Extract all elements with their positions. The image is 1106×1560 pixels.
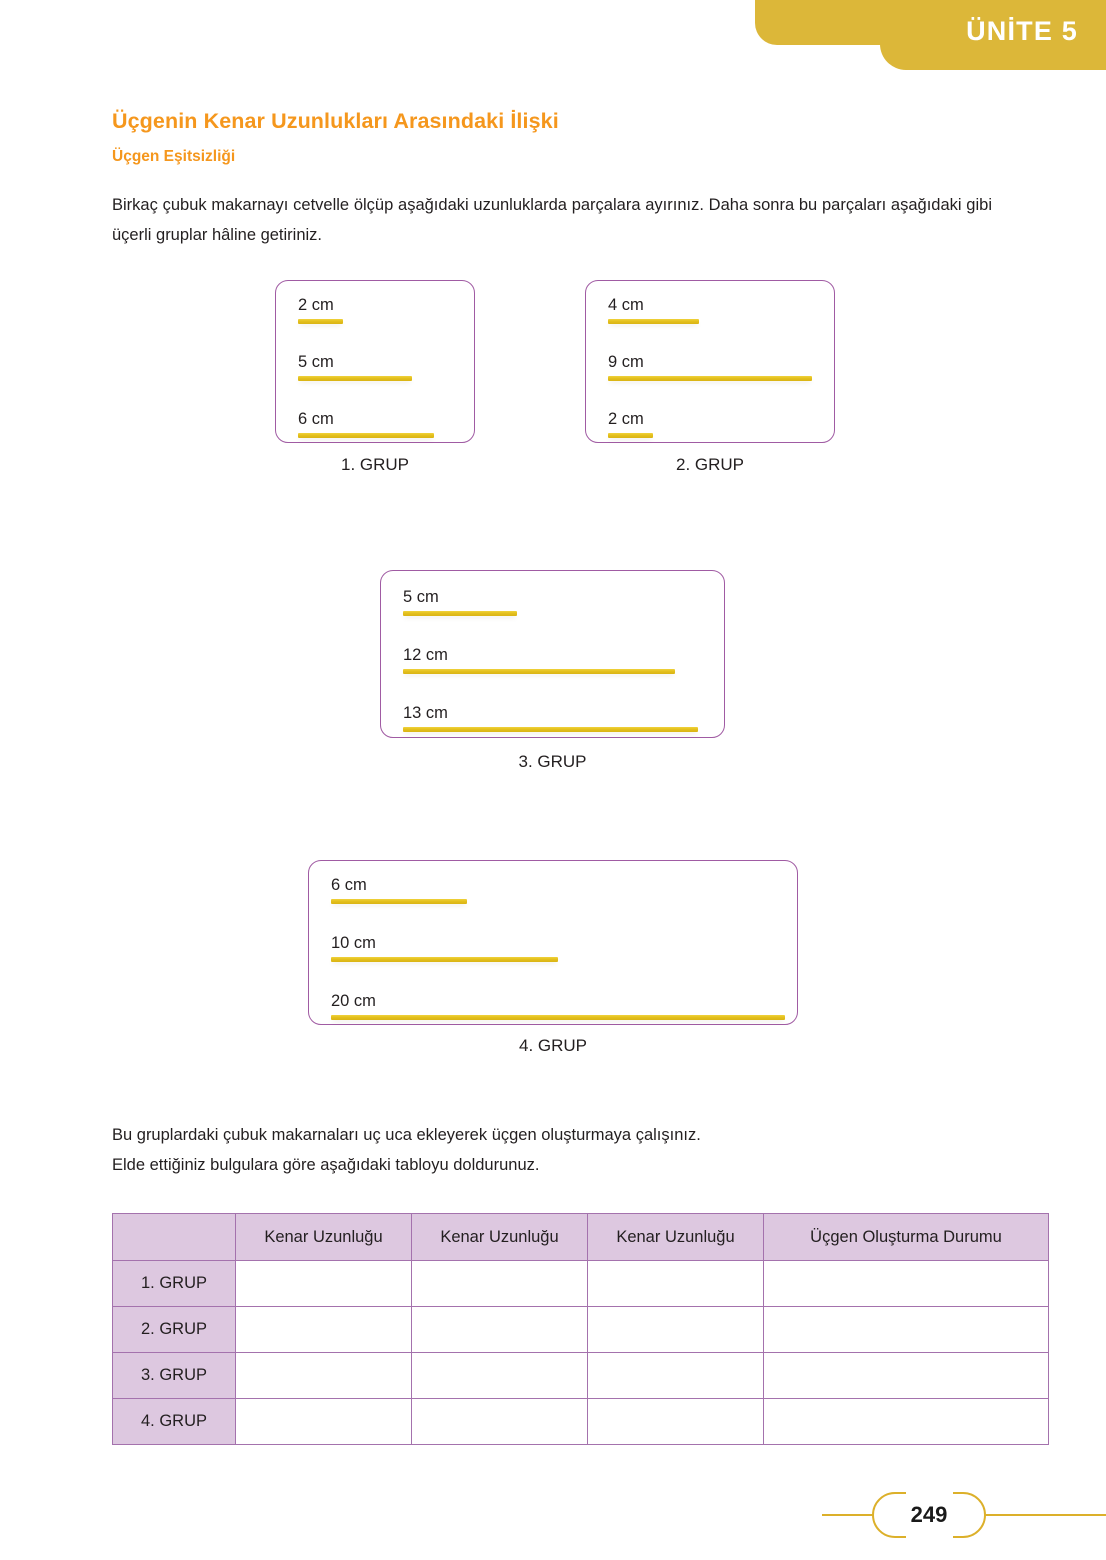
page-title: Üçgenin Kenar Uzunlukları Arasındaki İli…: [112, 109, 559, 133]
table-row: 1. GRUP: [112, 1260, 1049, 1307]
table-cell-answer[interactable]: [411, 1352, 588, 1399]
table-row: 2. GRUP: [112, 1306, 1049, 1353]
unit-banner: ÜNİTE 5: [0, 0, 1106, 76]
rod-bar: [331, 899, 467, 904]
table-row-header: 2. GRUP: [112, 1306, 236, 1353]
rod-bar: [608, 319, 699, 324]
instruction-line-1: Bu gruplardaki çubuk makarnaları uç uca …: [112, 1126, 701, 1144]
unit-label: ÜNİTE 5: [966, 16, 1078, 46]
rod-item: 5 cm: [403, 587, 517, 616]
table-head: Kenar Uzunluğu Kenar Uzunluğu Kenar Uzun…: [112, 1213, 1049, 1261]
table-column-header-3: Kenar Uzunluğu: [587, 1213, 764, 1261]
worksheet-table: Kenar Uzunluğu Kenar Uzunluğu Kenar Uzun…: [112, 1213, 1049, 1445]
rod-length-label: 5 cm: [298, 353, 334, 371]
rod-length-label: 20 cm: [331, 992, 376, 1010]
rod-item: 6 cm: [331, 875, 467, 904]
rod-length-label: 2 cm: [298, 296, 334, 314]
rod-bar: [608, 433, 653, 438]
rod-item: 5 cm: [298, 352, 412, 381]
table-cell-answer[interactable]: [235, 1260, 412, 1307]
instruction-line-2: Elde ettiğiniz bulgulara göre aşağıdaki …: [112, 1156, 540, 1174]
rod-item: 10 cm: [331, 933, 558, 962]
rod-item: 12 cm: [403, 645, 675, 674]
table-cell-answer[interactable]: [235, 1306, 412, 1353]
rod-length-label: 6 cm: [331, 876, 367, 894]
unit-banner-band-lower: [880, 0, 1106, 70]
rod-item: 13 cm: [403, 703, 698, 732]
rod-bar: [403, 611, 517, 616]
rod-bar: [403, 669, 675, 674]
table-cell-answer[interactable]: [587, 1352, 764, 1399]
group-caption-4: 4. GRUP: [518, 1036, 588, 1055]
table-row: 4. GRUP: [112, 1398, 1049, 1445]
table-cell-answer[interactable]: [235, 1398, 412, 1445]
rod-bar: [298, 433, 434, 438]
table-cell-answer[interactable]: [763, 1398, 1049, 1445]
table-cell-answer[interactable]: [235, 1352, 412, 1399]
footer-rule-left: [822, 1514, 874, 1516]
rod-length-label: 6 cm: [298, 410, 334, 428]
rod-item: 4 cm: [608, 295, 699, 324]
table-cell-answer[interactable]: [763, 1306, 1049, 1353]
instruction-paragraph: Bu gruplardaki çubuk makarnaları uç uca …: [112, 1120, 992, 1180]
table-column-header-1: Kenar Uzunluğu: [235, 1213, 412, 1261]
table-cell-answer[interactable]: [411, 1260, 588, 1307]
table-row: 3. GRUP: [112, 1352, 1049, 1399]
group-box-4: 6 cm 10 cm 20 cm: [308, 860, 798, 1025]
footer-capsule-gap-bottom: [906, 1534, 953, 1539]
table-header-row: Kenar Uzunluğu Kenar Uzunluğu Kenar Uzun…: [112, 1213, 1049, 1261]
group-caption-1: 1. GRUP: [340, 455, 410, 474]
group-caption-3: 3. GRUP: [518, 752, 587, 771]
rod-item: 2 cm: [298, 295, 343, 324]
group-box-3: 5 cm 12 cm 13 cm: [380, 570, 725, 738]
table-row-header: 4. GRUP: [112, 1398, 236, 1445]
page-number: 249: [910, 1502, 948, 1527]
table-cell-answer[interactable]: [587, 1306, 764, 1353]
intro-paragraph: Birkaç çubuk makarnayı cetvelle ölçüp aş…: [112, 196, 992, 244]
table-column-header-2: Kenar Uzunluğu: [411, 1213, 588, 1261]
rod-length-label: 9 cm: [608, 353, 644, 371]
rod-item: 2 cm: [608, 409, 653, 438]
rod-length-label: 5 cm: [403, 588, 439, 606]
table-cell-answer[interactable]: [763, 1260, 1049, 1307]
unit-banner-band-upper: [755, 0, 1106, 45]
rod-item: 6 cm: [298, 409, 434, 438]
group-box-1: 2 cm 5 cm 6 cm: [275, 280, 475, 443]
rod-item: 20 cm: [331, 991, 785, 1020]
rod-length-label: 12 cm: [403, 646, 448, 664]
rod-item: 9 cm: [608, 352, 812, 381]
table-row-header: 1. GRUP: [112, 1260, 236, 1307]
rod-length-label: 10 cm: [331, 934, 376, 952]
table-cell-answer[interactable]: [411, 1398, 588, 1445]
table-cell-answer[interactable]: [587, 1260, 764, 1307]
group-box-2: 4 cm 9 cm 2 cm: [585, 280, 835, 443]
rod-bar: [403, 727, 698, 732]
table-row-header: 3. GRUP: [112, 1352, 236, 1399]
page-subtitle: Üçgen Eşitsizliği: [112, 148, 236, 165]
rod-bar: [608, 376, 812, 381]
footer-capsule-gap-top: [906, 1490, 953, 1495]
rod-bar: [298, 376, 412, 381]
table-corner-cell: [112, 1213, 236, 1261]
page-footer: 249: [0, 1490, 1106, 1556]
rod-bar: [331, 1015, 785, 1020]
rod-bar: [331, 957, 558, 962]
table-cell-answer[interactable]: [763, 1352, 1049, 1399]
rod-length-label: 13 cm: [403, 704, 448, 722]
rod-length-label: 2 cm: [608, 410, 644, 428]
table-cell-answer[interactable]: [587, 1398, 764, 1445]
group-caption-2: 2. GRUP: [675, 455, 745, 474]
table-cell-answer[interactable]: [411, 1306, 588, 1353]
table-column-header-4: Üçgen Oluşturma Durumu: [763, 1213, 1049, 1261]
rod-length-label: 4 cm: [608, 296, 644, 314]
footer-rule-right: [984, 1514, 1106, 1516]
rod-bar: [298, 319, 343, 324]
